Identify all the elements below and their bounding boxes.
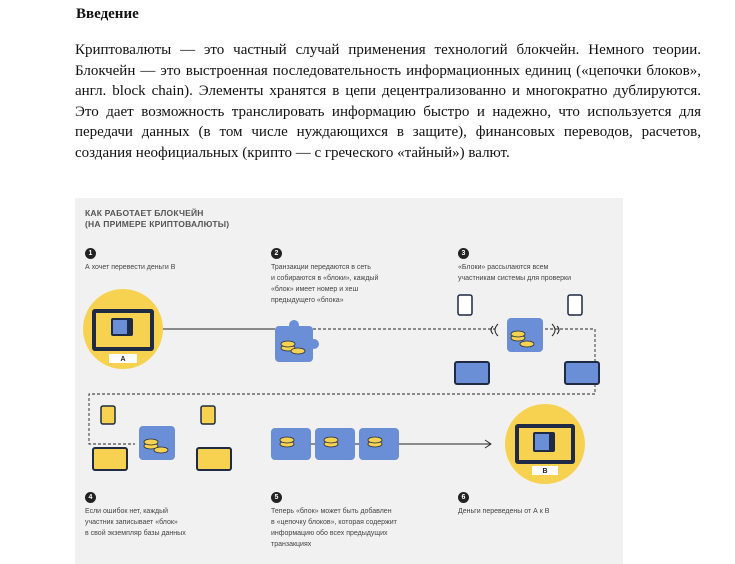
step-6-number: 6 [458, 492, 469, 503]
computer-a-icon [83, 289, 163, 369]
step-3-number: 3 [458, 248, 469, 259]
infographic-graphics: А [83, 289, 600, 484]
step-1-text: А хочет перевести деньги В [85, 264, 176, 271]
computer-b-icon [505, 404, 585, 484]
blockchain-infographic: А [75, 198, 623, 564]
label-a: А [120, 356, 125, 363]
block-icon [275, 320, 319, 362]
step-3-text: «Блоки» рассылаются всем участникам сист… [458, 264, 571, 282]
step-2-text: Транзакции передаются в сеть и собираютс… [271, 264, 379, 304]
block-chain-icon [271, 428, 399, 460]
infographic-title: КАК РАБОТАЕТ БЛОКЧЕЙН (НА ПРИМЕРЕ КРИПТО… [85, 208, 230, 229]
step-5-text: Теперь «блок» может быть добавлен в «цеп… [271, 508, 397, 548]
step-1-number: 1 [85, 248, 96, 259]
step-6-text: Деньги переведены от А к В [458, 508, 550, 515]
label-b: В [542, 468, 547, 475]
step-5-number: 5 [271, 492, 282, 503]
document-paragraph: Криптовалюты — это частный случай примен… [75, 42, 701, 161]
broadcast-block-icon [454, 294, 600, 385]
step-4-number: 4 [85, 492, 96, 503]
step-4-text: Если ошибок нет, каждый участник записыв… [85, 508, 186, 537]
verify-devices-icon [92, 405, 232, 471]
document-heading: Введение [76, 6, 139, 22]
step-2-number: 2 [271, 248, 282, 259]
